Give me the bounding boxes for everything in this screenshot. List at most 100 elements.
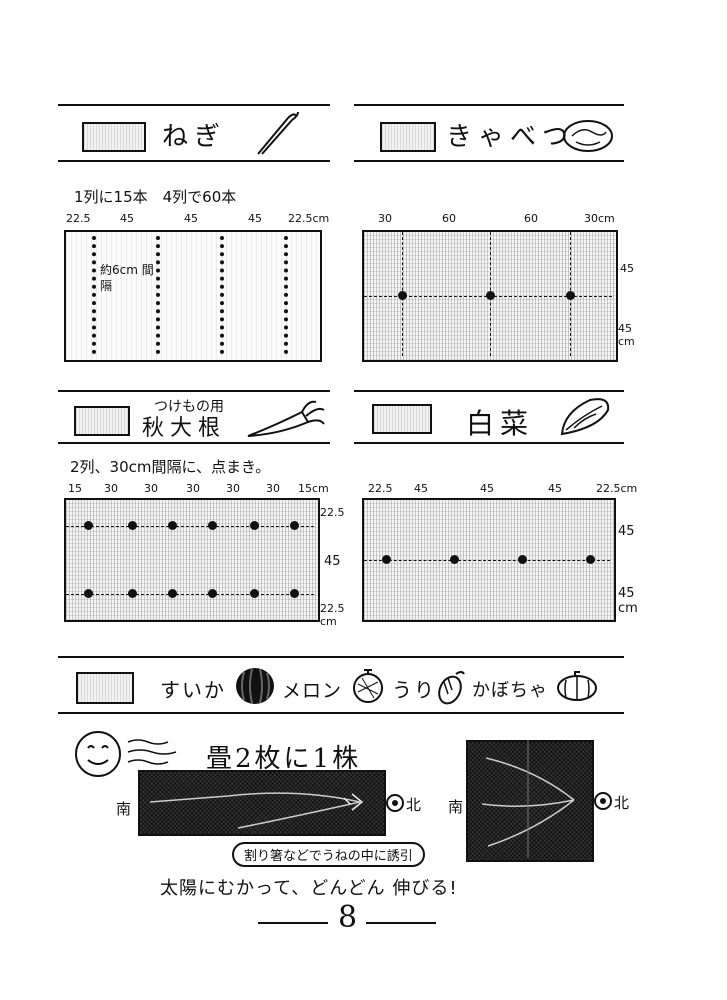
page-rule-left — [258, 922, 328, 924]
hakusai-row-line — [364, 560, 610, 561]
cabbage-plant-2 — [486, 291, 495, 300]
daikon-plant-a1 — [84, 521, 93, 530]
hakusai-tick-3: 45 — [480, 482, 494, 495]
negi-tick-2: 45 — [120, 212, 134, 225]
negi-rule-top — [58, 104, 330, 106]
negi-row-4 — [284, 236, 288, 354]
vine-square — [481, 740, 575, 858]
melon-rule-bottom — [58, 712, 624, 714]
north-label-1: 北 — [406, 796, 422, 814]
daikon-plant-b4 — [208, 589, 217, 598]
melon-item-1: すいか — [160, 678, 226, 702]
daikon-plant-a6 — [290, 521, 299, 530]
cabbage-tick-1: 30 — [378, 212, 392, 225]
hakusai-rule-bottom — [354, 442, 624, 444]
callout-note: 割り箸などでうねの中に誘引 — [232, 842, 425, 867]
negi-note: 1列に15本 4列で60本 — [74, 188, 237, 206]
daikon-note: 2列、30cm間隔に、点まき。 — [70, 458, 271, 476]
daikon-plant-a2 — [128, 521, 137, 530]
cabbage-plant-3 — [566, 291, 575, 300]
sun-icon — [75, 731, 177, 777]
melon-headline: 畳2枚に1株 — [206, 744, 362, 774]
hakusai-side-1: 45 — [618, 524, 635, 539]
melon-item-2: メロン — [282, 680, 343, 702]
daikon-side-1: 22.5 — [320, 506, 345, 519]
daikon-plant-b2 — [128, 589, 137, 598]
vine-horizontal — [149, 792, 364, 829]
hakusai-rule-top — [354, 390, 624, 392]
daikon-tick-2: 30 — [104, 482, 118, 495]
hakusai-label-box — [372, 404, 432, 434]
negi-row-2 — [156, 236, 160, 354]
daikon-row-line-2 — [66, 594, 314, 595]
negi-tick-1: 22.5 — [66, 212, 91, 225]
cabbage-rule-top — [354, 104, 624, 106]
cabbage-tick-4: 30cm — [584, 212, 615, 225]
daikon-plant-b3 — [168, 589, 177, 598]
daikon-subtitle: つけもの用 — [154, 399, 224, 415]
daikon-tick-6: 30 — [266, 482, 280, 495]
south-label-2: 南 — [448, 798, 464, 816]
hakusai-plant-2 — [450, 555, 459, 564]
hakusai-tick-2: 45 — [414, 482, 428, 495]
watermelon-icon — [236, 668, 274, 704]
daikon-field — [64, 498, 320, 622]
daikon-plant-b5 — [250, 589, 259, 598]
daikon-rule-bottom — [58, 442, 330, 444]
negi-rule-bottom — [58, 160, 330, 162]
page-rule-right — [366, 922, 436, 924]
hakusai-side-2: 45 cm — [618, 586, 638, 616]
cabbage-tick-3: 60 — [524, 212, 538, 225]
north-label-2: 北 — [614, 794, 630, 812]
negi-row-1 — [92, 236, 96, 354]
hakusai-title: 白菜 — [466, 407, 535, 440]
hakusai-plant-1 — [382, 555, 391, 564]
cabbage-rule-bottom — [354, 160, 624, 162]
daikon-plant-a3 — [168, 521, 177, 530]
melon-label-box — [76, 672, 134, 704]
cabbage-icon — [563, 120, 613, 152]
negi-gap-label: 約6cm 間隔 — [100, 263, 154, 293]
north-compass-icon-2 — [594, 792, 612, 810]
cabbage-plant-1 — [398, 291, 407, 300]
daikon-side-2: 45 — [324, 554, 341, 569]
daikon-label-box — [74, 406, 130, 436]
leek-icon — [257, 111, 299, 155]
hakusai-plant-3 — [518, 555, 527, 564]
melon-item-3: うり — [392, 678, 436, 702]
melon-rule-top — [58, 656, 624, 658]
daikon-plant-a4 — [208, 521, 217, 530]
daikon-tick-3: 30 — [144, 482, 158, 495]
daikon-title: 秋大根 — [142, 416, 227, 441]
pumpkin-icon — [557, 671, 597, 701]
negi-tick-5: 22.5cm — [288, 212, 330, 225]
daikon-row-line-1 — [66, 526, 314, 527]
cabbage-side-2: 45 cm — [618, 322, 635, 348]
negi-row-3 — [220, 236, 224, 354]
negi-label-box — [82, 122, 146, 152]
melon-icon — [353, 669, 383, 703]
daikon-tick-7: 15cm — [298, 482, 329, 495]
daikon-plant-a5 — [250, 521, 259, 530]
hakusai-tick-4: 45 — [548, 482, 562, 495]
negi-title: ねぎ — [162, 122, 227, 152]
cabbage-tick-2: 60 — [442, 212, 456, 225]
daikon-rule-top — [58, 390, 330, 392]
hakusai-tick-5: 22.5cm — [596, 482, 638, 495]
hakusai-tick-1: 22.5 — [368, 482, 393, 495]
melon-caption: 太陽にむかって、どんどん 伸びる! — [160, 878, 458, 899]
cabbage-label-box — [380, 122, 436, 152]
daikon-tick-5: 30 — [226, 482, 240, 495]
daikon-plant-b6 — [290, 589, 299, 598]
cabbage-side-1: 45 — [620, 262, 634, 275]
radish-icon — [247, 400, 325, 437]
chinese-cabbage-icon — [560, 398, 610, 436]
daikon-tick-4: 30 — [186, 482, 200, 495]
hakusai-plant-4 — [586, 555, 595, 564]
page-number: 8 — [338, 900, 358, 935]
daikon-side-3: 22.5 cm — [320, 602, 345, 628]
north-compass-icon — [386, 794, 404, 812]
negi-field — [64, 230, 322, 362]
gourd-icon — [438, 671, 465, 705]
south-label-1: 南 — [116, 800, 132, 818]
